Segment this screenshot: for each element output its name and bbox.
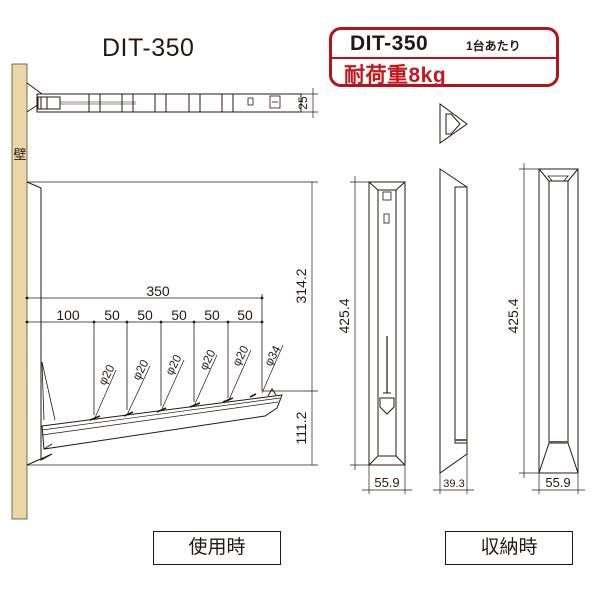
spacing-dim-4: 50 bbox=[204, 307, 220, 323]
spec-model: DIT-350 bbox=[350, 32, 429, 55]
spec-load: 耐荷重8kg bbox=[344, 64, 447, 87]
spacing-dim-0: 100 bbox=[56, 307, 80, 323]
spec-unit: 1台あたり bbox=[466, 39, 521, 53]
pin-diameter-0: φ20 bbox=[95, 362, 117, 388]
pin-diameter-4: φ20 bbox=[229, 343, 251, 369]
upper-height-dim: 314.2 bbox=[293, 268, 309, 303]
spacing-dim-2: 50 bbox=[137, 307, 153, 323]
stored-view bbox=[519, 163, 585, 494]
pin-diameter-1: φ20 bbox=[129, 357, 151, 383]
spacing-dim-3: 50 bbox=[171, 307, 187, 323]
side-view bbox=[433, 103, 474, 494]
product-title: DIT-350 bbox=[102, 34, 195, 62]
spec-divider bbox=[332, 57, 556, 59]
spacing-dim-5: 50 bbox=[237, 307, 253, 323]
lower-height-dim: 111.2 bbox=[293, 411, 309, 444]
top-view bbox=[26, 82, 318, 118]
in-use-label: 使用時 bbox=[153, 531, 281, 565]
load-capacity-badge: DIT-350 1台あたり 耐荷重8kg bbox=[329, 27, 559, 87]
front-height-dim: 425.4 bbox=[336, 298, 352, 333]
spacing-dim-1: 50 bbox=[104, 307, 120, 323]
wall-label: 壁 bbox=[13, 147, 27, 162]
stored-label: 収納時 bbox=[445, 531, 573, 565]
pin-diameter-3: φ20 bbox=[196, 347, 218, 373]
wall bbox=[11, 63, 28, 520]
thickness-dim: 25 bbox=[296, 96, 310, 110]
pin-diameter-2: φ20 bbox=[162, 352, 184, 378]
stored-height-dim: 425.4 bbox=[505, 298, 521, 333]
overall-width-dim: 350 bbox=[146, 283, 170, 299]
side-depth-dim: 39.3 bbox=[443, 478, 464, 490]
pin-diameter-5: φ34 bbox=[261, 343, 283, 369]
in-use-view bbox=[25, 181, 318, 466]
stored-width-dim: 55.9 bbox=[545, 475, 570, 490]
front-view bbox=[350, 176, 412, 494]
front-width-dim: 55.9 bbox=[374, 475, 399, 490]
